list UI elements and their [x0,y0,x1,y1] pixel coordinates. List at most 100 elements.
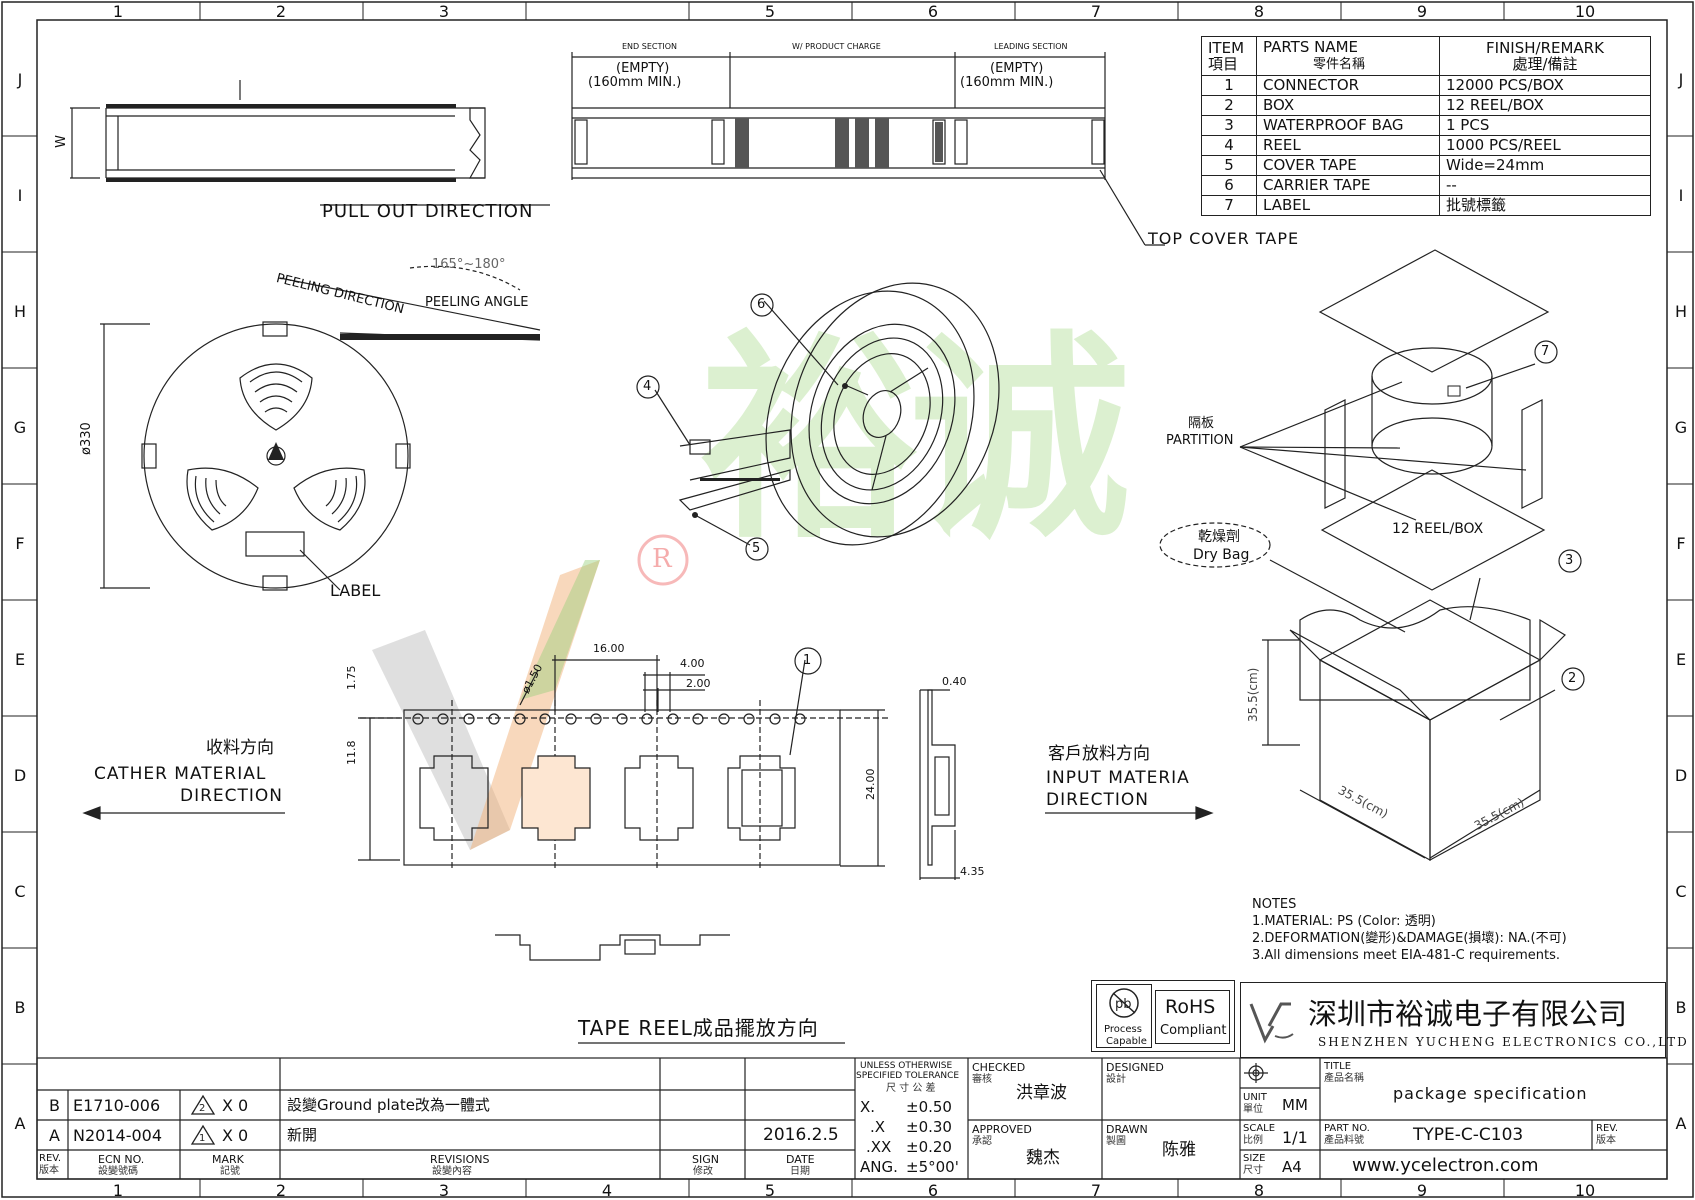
hdr-date: DATE [786,1153,815,1166]
grid-col-9: 9 [1416,2,1428,21]
pull-out-direction-label: PULL OUT DIRECTION [322,201,534,222]
checked-label: CHECKED [972,1061,1026,1074]
grid-row-C-right: C [1675,882,1687,901]
tol-dxx-val: ±0.20 [906,1138,952,1156]
unit-label-cn: 單位 [1243,1104,1263,1115]
header-name: PARTS NAME [1263,38,1359,56]
compliance-box [1091,980,1235,1052]
rev-row-a-markx: X 0 [222,1126,249,1145]
grid-row-J-right: J [1678,70,1684,89]
part-number: TYPE-C-C103 [1413,1125,1524,1145]
part-no-label: PART NO. [1324,1123,1370,1134]
input-direction-line2: DIRECTION [1046,790,1150,810]
grid-row-H: H [13,302,27,321]
tol-dx-val: ±0.30 [906,1118,952,1136]
parts-row-name: BOX [1256,95,1440,116]
parts-row-remark: 1 PCS [1439,115,1651,136]
hdr-sign: SIGN [692,1153,719,1166]
company-logo-icon [1249,1002,1294,1044]
approved-label-cn: 承認 [972,1136,992,1147]
hdr-revisions: REVISIONS [430,1153,490,1166]
grid-row-A: A [14,1114,26,1133]
lead-free-icon: pb [1109,988,1139,1018]
grid-row-G: G [13,418,27,437]
tape-reel-orientation-title: TAPE REEL成品擺放方向 [578,1016,819,1040]
leading-section-label: LEADING SECTION [994,42,1068,51]
header-item-cn: 項目 [1208,55,1239,73]
callout-4: 4 [643,379,652,394]
parts-row-remark: 12 REEL/BOX [1439,95,1651,116]
callout-2: 2 [1568,671,1577,686]
grid-col-2: 2 [275,2,287,21]
grid-row-F: F [15,534,25,553]
grid-col-10: 10 [1574,2,1596,21]
grid-row-F-right: F [1676,534,1686,553]
grid-row-E: E [14,650,26,669]
drawn-label-cn: 製圖 [1106,1136,1126,1147]
grid-col-5-bottom: 5 [764,1181,776,1200]
rohs-label: RoHS [1165,996,1216,1018]
grid-row-D-right: D [1674,766,1688,785]
notes-title: NOTES [1252,897,1297,912]
tol-ang-val: ±5°00' [906,1158,959,1176]
pb-free-box [1096,984,1152,1048]
watermark-company-text: 裕诚 [700,312,1130,568]
note-2: 2.DEFORMATION(變形)&DAMAGE(損壞): NA.(不可) [1252,931,1567,946]
reel-label-callout: LABEL [330,581,381,600]
part-no-label-cn: 產品料號 [1324,1135,1364,1146]
grid-col-5: 5 [764,2,776,21]
reels-per-box-label: 12 REEL/BOX [1392,521,1484,537]
designed-label-cn: 設計 [1106,1074,1126,1085]
company-website[interactable]: www.ycelectron.com [1352,1155,1539,1176]
dim-2: 2.00 [686,677,711,690]
rev-row-a-ecn: N2014-004 [73,1126,162,1145]
hdr-rev: REV. [39,1153,61,1164]
approved-label: APPROVED [972,1123,1032,1136]
grid-col-3: 3 [438,2,450,21]
rev-label-cn: 版本 [1596,1135,1616,1146]
grid-row-B: B [14,998,26,1017]
collect-direction-cn: 收料方向 [206,738,274,758]
approved-by: 魏杰 [1026,1148,1060,1168]
hdr-rev-cn: 版本 [39,1165,59,1176]
parts-row-name: LABEL [1256,195,1440,216]
grid-col-3-bottom: 3 [438,1181,450,1200]
min-right-label: (160mm MIN.) [960,75,1054,90]
empty-right-label: (EMPTY) [990,61,1044,76]
collect-direction-line2: DIRECTION [180,786,284,806]
header-finish: FINISH/REMARK [1486,39,1604,57]
size-value: A4 [1282,1158,1302,1176]
rev-mark-2: 2 [199,1103,205,1114]
hdr-ecn-cn: 設變號碼 [98,1166,138,1177]
rev-mark-1: 1 [199,1133,205,1144]
rev-row-b-markx: X 0 [222,1096,249,1115]
dim-435: 4.35 [960,865,985,878]
hdr-mark-cn: 記號 [220,1166,240,1177]
grid-row-D: D [13,766,27,785]
tol-dx-key: .X [870,1118,886,1136]
hdr-date-cn: 日期 [790,1166,810,1177]
drawing-title: package specification [1393,1084,1588,1103]
rohs-compliant-label: Compliant [1160,1023,1227,1038]
unit-value: MM [1282,1096,1308,1114]
dry-bag-label: Dry Bag [1193,547,1250,563]
watermark-registered-mark: R [652,544,672,574]
parts-row-name: CARRIER TAPE [1256,175,1440,196]
grid-col-1: 1 [112,2,124,21]
callout-7: 7 [1541,344,1550,359]
rev-label: REV. [1596,1123,1618,1134]
grid-row-E-right: E [1675,650,1687,669]
grid-col-6-bottom: 6 [927,1181,939,1200]
dim-16: 16.00 [593,642,625,655]
grid-row-J: J [17,70,23,89]
header-item: ITEM [1208,39,1245,57]
